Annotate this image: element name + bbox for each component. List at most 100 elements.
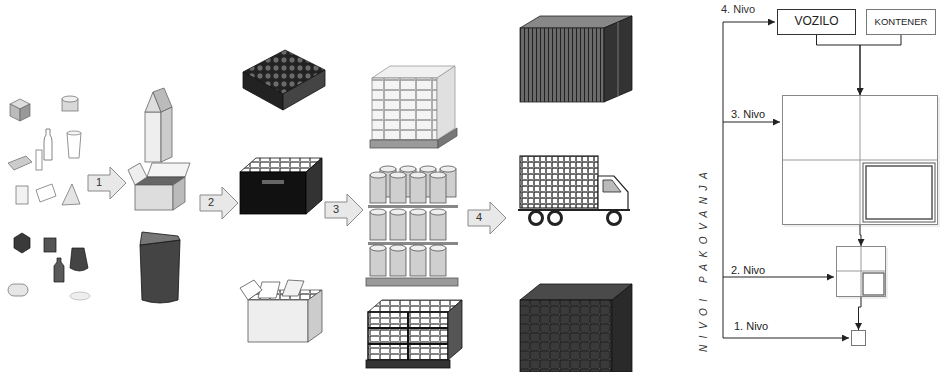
hex-box	[14, 233, 30, 253]
truck-wheel	[530, 212, 543, 225]
bottle	[44, 129, 52, 160]
pallet-base	[366, 278, 458, 286]
step-arrow	[468, 202, 506, 234]
barrel	[410, 209, 426, 240]
step-arrow	[200, 187, 238, 219]
cell-divider	[836, 271, 886, 272]
barrel	[370, 172, 386, 203]
box-fill	[851, 330, 866, 346]
barrel	[430, 245, 446, 276]
carton-side	[308, 290, 322, 342]
truck-cargo	[520, 156, 598, 208]
level-2-unit: 2. Nivo	[836, 246, 886, 297]
carton-item	[282, 280, 304, 296]
box-flap	[147, 163, 190, 177]
truck-wheel	[549, 212, 562, 225]
pouch	[62, 184, 80, 205]
barrel	[430, 172, 446, 203]
level-leader	[723, 338, 849, 339]
carton-stack-side	[612, 284, 632, 372]
dark-box	[44, 238, 56, 252]
step-number: 3	[333, 203, 339, 215]
carton	[248, 300, 308, 342]
box-flap	[128, 163, 147, 185]
capsule	[8, 284, 28, 296]
small-box	[36, 150, 42, 170]
level-schematic	[723, 22, 940, 346]
box-label: VOZILO	[794, 15, 838, 28]
pallet-base	[366, 360, 450, 368]
level-leader	[723, 22, 775, 338]
sack	[70, 248, 88, 271]
crate	[240, 172, 306, 214]
truck-window	[603, 180, 621, 192]
level-label: 2. Nivo	[731, 264, 765, 276]
box-label: KONTENER	[875, 17, 928, 27]
crate-side	[306, 158, 322, 214]
barrel	[410, 245, 426, 276]
step-arrow	[88, 167, 126, 199]
level-label: 1. Nivo	[734, 320, 768, 332]
barrel	[370, 245, 386, 276]
inner-unit	[863, 163, 935, 222]
truck-wheel	[608, 212, 621, 225]
can-tray	[283, 70, 325, 110]
step-number: 4	[476, 211, 482, 223]
inner-unit	[866, 166, 932, 219]
crate-handle	[262, 180, 284, 184]
small-bottle	[54, 258, 64, 282]
box-fill	[782, 95, 938, 225]
step-number: 1	[96, 176, 102, 188]
pallet-sheet	[368, 242, 458, 245]
barrel	[410, 172, 426, 203]
barrel	[390, 209, 406, 240]
container	[520, 28, 604, 102]
level-3-unit: 3. Nivo	[782, 95, 938, 225]
secondary-packages	[128, 88, 190, 303]
level-label: 3. Nivo	[731, 108, 765, 120]
open-box-side	[173, 177, 185, 210]
flow-connector	[860, 225, 861, 246]
box-fill	[836, 246, 886, 297]
cage-side	[448, 300, 462, 360]
small-box	[36, 184, 56, 202]
axis-title: NIVOI PAKOVANJA	[698, 166, 709, 352]
gable-carton	[145, 112, 161, 162]
step-number: 2	[208, 196, 214, 208]
carton-stack	[520, 300, 612, 372]
pallet-units	[366, 66, 462, 368]
cell-divider	[782, 160, 938, 161]
glass-rim	[67, 131, 81, 135]
gable-carton-top	[153, 88, 172, 112]
powder-pile	[70, 292, 90, 300]
can-top	[62, 96, 78, 102]
door-seam	[618, 22, 619, 96]
primary-packages	[8, 96, 90, 300]
glass	[67, 133, 81, 158]
level-leader	[723, 122, 780, 123]
gable-carton-side	[161, 107, 172, 162]
container-box: KONTENER	[866, 9, 936, 35]
vehicle-box: VOZILO	[777, 9, 856, 35]
cage-pallet	[368, 312, 448, 360]
cage-bar	[407, 312, 409, 360]
open-box	[135, 185, 173, 210]
small-box	[16, 186, 28, 204]
transport-units	[518, 16, 632, 372]
cage-top	[368, 300, 462, 312]
can-tray	[243, 72, 283, 110]
flow-connector	[860, 35, 901, 95]
barrel	[430, 209, 446, 240]
step-arrow	[325, 194, 363, 226]
level-1-unit: 1. Nivo	[851, 330, 866, 346]
flow-connector	[817, 35, 861, 95]
tertiary-packages	[240, 50, 325, 342]
truck-cab	[598, 176, 628, 210]
cube-side	[20, 104, 30, 121]
inner-unit	[863, 273, 884, 295]
carton-flap	[240, 280, 262, 300]
level-label: 4. Nivo	[721, 3, 755, 15]
